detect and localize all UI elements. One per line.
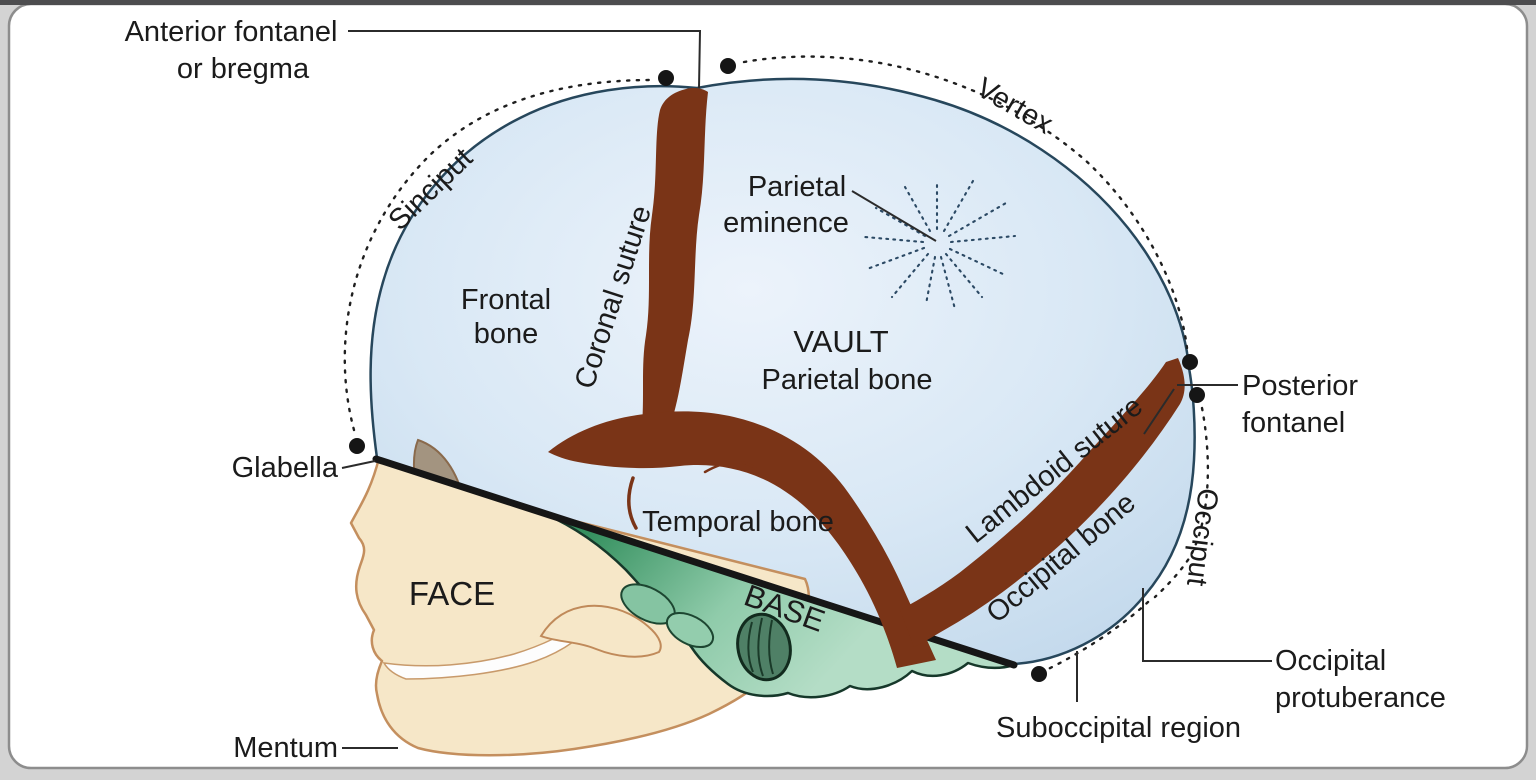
lambdoid-suture-shape — [900, 358, 1185, 647]
frontal-bone-label-line2: bone — [474, 318, 539, 350]
lambdoid-leader — [1143, 388, 1175, 435]
occipital-protuberance-leader — [1142, 588, 1272, 662]
vault-label: VAULT — [793, 324, 888, 359]
sutures — [548, 88, 1185, 668]
top-edge-bar — [0, 0, 1536, 5]
zygomatic-arch-shape — [539, 604, 662, 658]
region-arcs — [343, 55, 1210, 673]
occiput-arc — [1153, 406, 1210, 599]
anterior-fontanel-leader — [348, 30, 702, 89]
parietal-eminence-label-line1: Parietal — [748, 171, 846, 203]
bregma-dot-right — [720, 58, 736, 74]
anterior-fontanel-label-line2: or bregma — [177, 53, 310, 85]
ear-mastoid-shape — [736, 612, 792, 682]
mentum-label: Mentum — [233, 732, 338, 764]
posterior-fontanel-label-line1: Posterior — [1242, 370, 1358, 402]
parietal-eminence-leader — [851, 190, 937, 242]
suture-crack-line — [627, 476, 638, 530]
glabella-leader — [341, 460, 376, 469]
suboccipital-dot — [1031, 666, 1047, 682]
glabella-label: Glabella — [232, 452, 339, 484]
base-ring-outline-2 — [665, 611, 715, 649]
parietal-eminence-starburst — [863, 179, 1017, 311]
skull-vault-shape — [369, 77, 1196, 666]
glabella-dot — [349, 438, 365, 454]
parietal-bone-label: Parietal bone — [762, 364, 933, 396]
frontal-bone-label-line1: Frontal — [461, 284, 551, 316]
occipital-protuberance-label-line1: Occipital — [1275, 645, 1386, 677]
coronal-suture-shape — [640, 88, 708, 442]
posterior-fontanel-dot-upper — [1182, 354, 1198, 370]
parietal-eminence-label-line2: eminence — [723, 207, 849, 239]
vertex-arc — [742, 55, 1189, 350]
bregma-dot-left — [658, 70, 674, 86]
sinciput-arc — [343, 78, 654, 432]
face-label: FACE — [409, 575, 495, 612]
leader-lines — [341, 30, 1272, 749]
suture-crack-line-2 — [703, 460, 762, 474]
landmark-dots — [349, 58, 1205, 682]
suboccipital-region-label: Suboccipital region — [996, 712, 1241, 744]
anterior-fontanel-label-line1: Anterior fontanel — [125, 16, 338, 48]
posterior-fontanel-dot-lower — [1189, 387, 1205, 403]
occipital-protuberance-label-line2: protuberance — [1275, 682, 1446, 714]
posterior-fontanel-label-line2: fontanel — [1242, 407, 1345, 439]
temporal-bone-label: Temporal bone — [642, 506, 834, 538]
